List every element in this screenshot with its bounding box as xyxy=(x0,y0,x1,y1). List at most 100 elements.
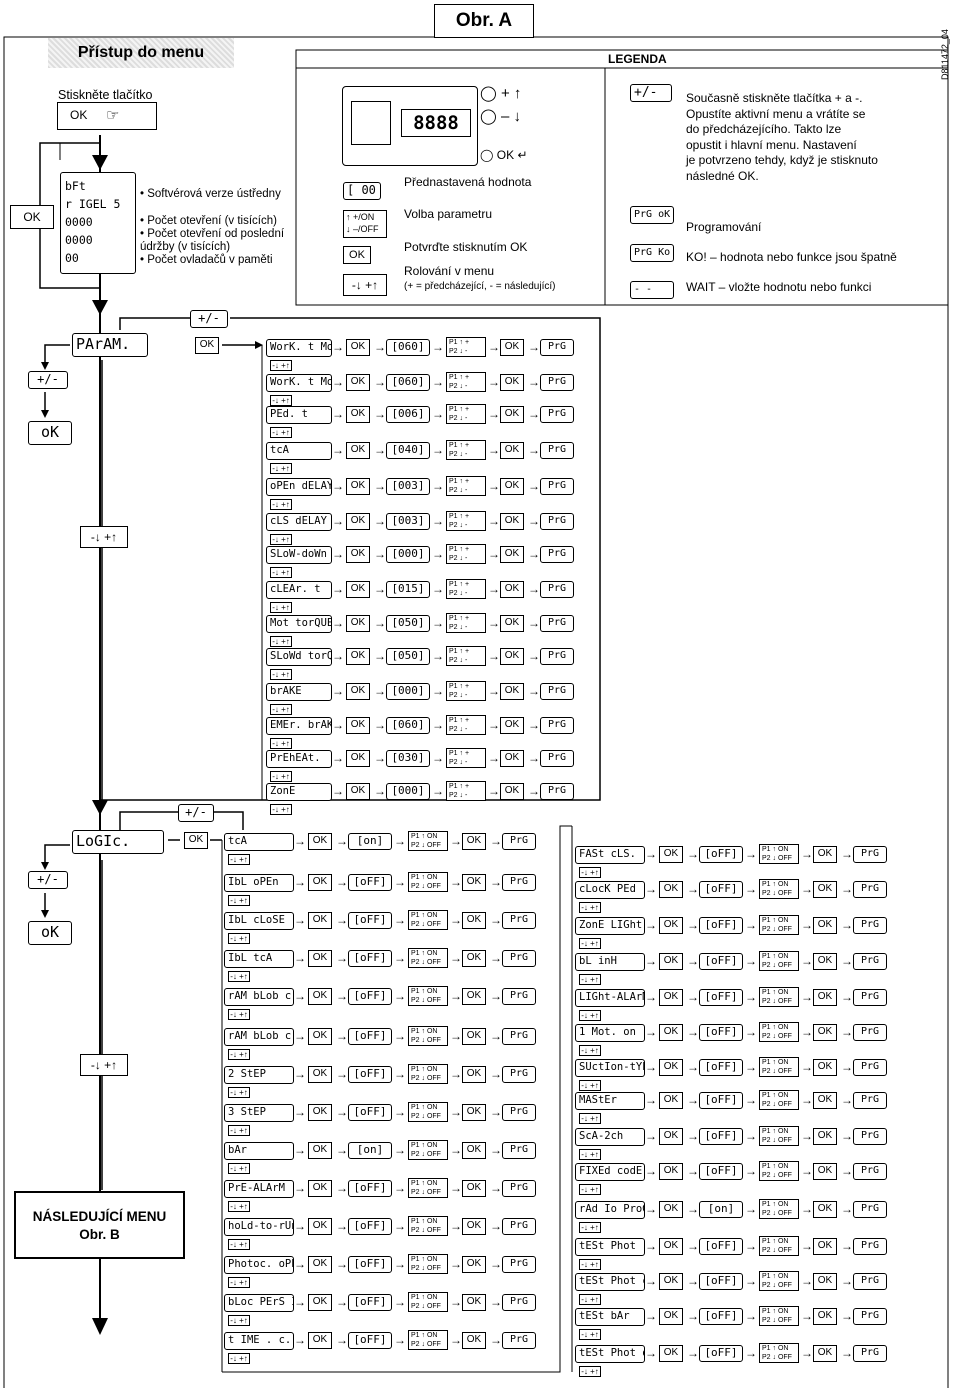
ok-side-button[interactable]: OK xyxy=(10,205,54,229)
arrow-icon: → xyxy=(432,649,444,663)
ok-button: OK xyxy=(462,912,486,929)
arrow-icon: → xyxy=(528,547,540,561)
confirm-text: Potvrďte stisknutím OK xyxy=(404,240,528,254)
hand-icon: ☞ xyxy=(106,107,120,124)
arrow-icon: → xyxy=(490,913,502,927)
ok-button: OK xyxy=(813,953,837,970)
param-name-lcd: SUctIon-tYPE xyxy=(575,1059,645,1077)
nav-icon: -↓ +↑ xyxy=(579,1222,601,1233)
prg-lcd: PrG xyxy=(853,989,887,1006)
ok-button: OK xyxy=(346,442,370,459)
arrow-icon: → xyxy=(450,1333,462,1347)
arrow-icon: → xyxy=(394,1143,406,1157)
ok-button: OK xyxy=(346,406,370,423)
arrow-icon: → xyxy=(687,847,699,861)
ok-button: OK xyxy=(500,683,524,700)
nav-icon: -↓ +↑ xyxy=(270,602,292,613)
arrow-icon: → xyxy=(336,1067,348,1081)
prg-lcd: PrG xyxy=(502,1180,536,1197)
scroll-icon: -↓ +↑ xyxy=(343,274,387,296)
p1-p2-icon: P1 ↑ +P2 ↓ - xyxy=(446,544,486,564)
arrow-icon: → xyxy=(528,443,540,457)
arrow-icon: → xyxy=(336,989,348,1003)
prg-lcd: PrG xyxy=(502,1256,536,1273)
legend-prg-ko-icon: PrG Ko xyxy=(630,244,674,262)
value-lcd: [oFF] xyxy=(699,1273,743,1290)
value-lcd: [oFF] xyxy=(699,1238,743,1255)
param-name-lcd: IbL oPEn xyxy=(224,874,294,892)
nav-icon: -↓ +↑ xyxy=(270,567,292,578)
param-name-lcd: cLEAr. t xyxy=(266,581,332,599)
value-lcd: [000] xyxy=(386,683,430,700)
param-name-lcd: FIXEd codE xyxy=(575,1163,645,1181)
value-lcd: [oFF] xyxy=(699,846,743,863)
logic-menu-lcd[interactable]: LoGIc. xyxy=(72,830,164,854)
ok-button: OK xyxy=(346,783,370,800)
arrow-icon: → xyxy=(432,375,444,389)
arrow-icon: → xyxy=(294,1333,306,1347)
p1-p2-icon: P1 ↑ +P2 ↓ - xyxy=(446,579,486,599)
param-name-lcd: SLoW-doWn t xyxy=(266,546,332,564)
arrow-icon: → xyxy=(488,479,500,493)
nav-icon: -↓ +↑ xyxy=(270,738,292,749)
arrow-icon: → xyxy=(645,1164,657,1178)
ok-button: OK xyxy=(659,1345,683,1362)
value-lcd: [oFF] xyxy=(699,1308,743,1325)
nav-icon: -↓ +↑ xyxy=(270,636,292,647)
arrow-icon: → xyxy=(374,582,386,596)
logic-pm-icon: +/- xyxy=(178,804,214,822)
arrow-icon: → xyxy=(528,649,540,663)
arrow-icon: → xyxy=(374,649,386,663)
value-lcd: [oFF] xyxy=(348,874,392,891)
value-lcd: [015] xyxy=(386,581,430,598)
param-menu-lcd[interactable]: PArAM. xyxy=(72,333,148,357)
doc-code: D811472_04 xyxy=(940,29,950,80)
prg-lcd: PrG xyxy=(853,1059,887,1076)
arrow-icon: → xyxy=(645,1093,657,1107)
ok-button: OK xyxy=(813,1059,837,1076)
ok-button: OK xyxy=(813,1128,837,1145)
value-lcd: [oFF] xyxy=(348,950,392,967)
value-lcd: [oFF] xyxy=(699,1092,743,1109)
arrow-icon: → xyxy=(488,784,500,798)
param-name-lcd: IbL tcA xyxy=(224,950,294,968)
nav-icon: -↓ +↑ xyxy=(228,1087,250,1098)
arrow-icon: → xyxy=(432,718,444,732)
arrow-icon: → xyxy=(374,375,386,389)
arrow-icon: → xyxy=(294,1257,306,1271)
nav-icon: -↓ +↑ xyxy=(228,1009,250,1020)
value-lcd: [oFF] xyxy=(699,917,743,934)
prg-lcd: PrG xyxy=(853,881,887,898)
arrow-icon: → xyxy=(450,1219,462,1233)
arrow-icon: → xyxy=(294,1067,306,1081)
arrow-icon: → xyxy=(841,954,853,968)
prg-lcd: PrG xyxy=(853,1092,887,1109)
value-lcd: [006] xyxy=(386,406,430,423)
nav-icon: -↓ +↑ xyxy=(228,1353,250,1364)
param-name-lcd: 1 Mot. on xyxy=(575,1024,645,1042)
ok-button: OK xyxy=(659,1128,683,1145)
arrow-icon: → xyxy=(687,1202,699,1216)
param-name-lcd: t IME . c. xyxy=(224,1332,294,1350)
nav-icon: -↓ +↑ xyxy=(579,938,601,949)
arrow-icon: → xyxy=(841,1346,853,1360)
arrow-icon: → xyxy=(687,1309,699,1323)
arrow-icon: → xyxy=(294,913,306,927)
ok-button: OK xyxy=(308,1104,332,1121)
arrow-icon: → xyxy=(645,1239,657,1253)
arrow-icon: → xyxy=(490,875,502,889)
value-lcd: [050] xyxy=(386,648,430,665)
ok-button: OK xyxy=(308,874,332,891)
ok-button: OK xyxy=(500,478,524,495)
param-name-lcd: brAKE xyxy=(266,683,332,701)
arrow-icon: → xyxy=(490,1143,502,1157)
arrow-icon: → xyxy=(450,834,462,848)
scroll-sub: (+ = předcházející, - = následující) xyxy=(404,281,556,292)
prg-lcd: PrG xyxy=(853,1128,887,1145)
arrow-icon: → xyxy=(490,1029,502,1043)
